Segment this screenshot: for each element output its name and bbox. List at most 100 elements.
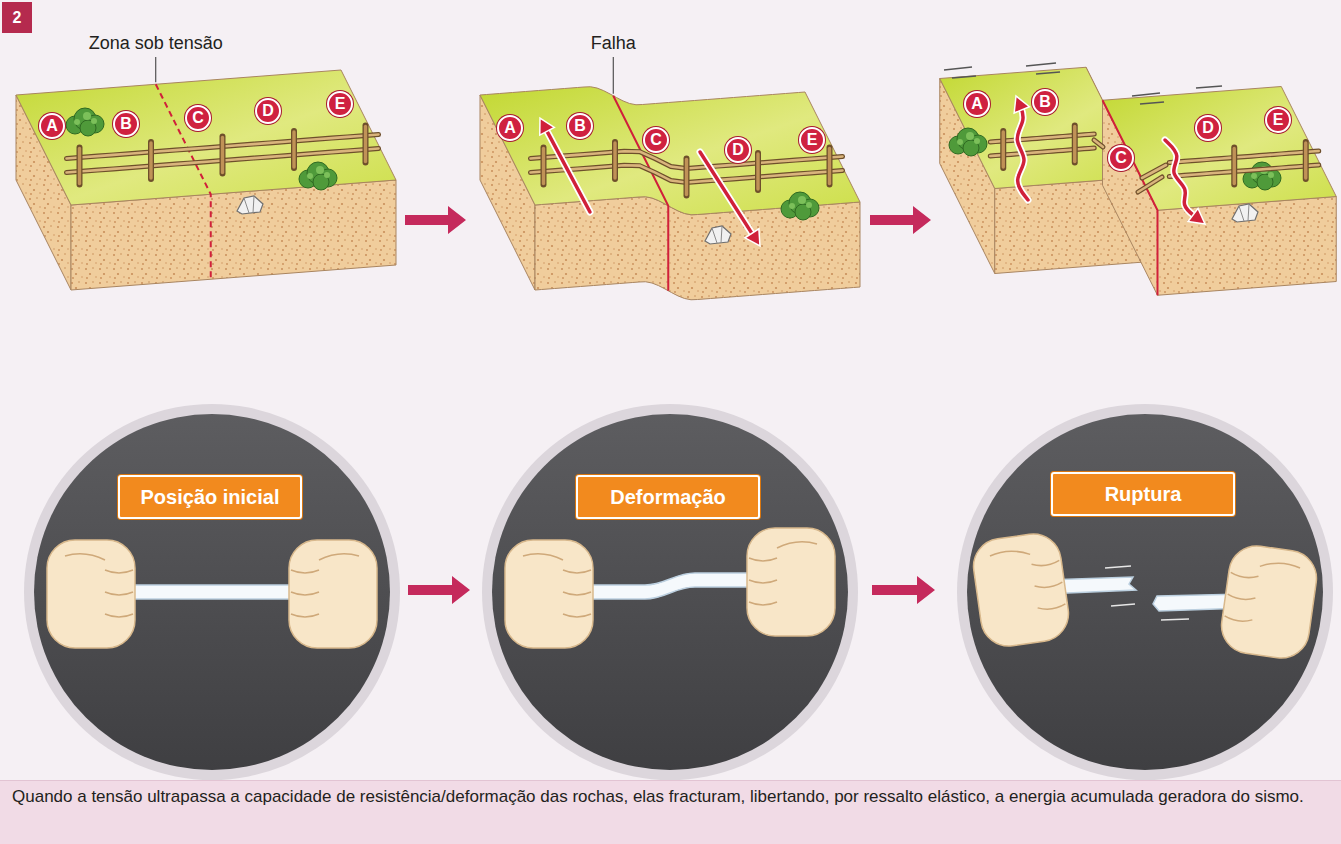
stage-disc [24, 404, 400, 780]
fence [77, 148, 83, 185]
motion-lines [950, 540, 1341, 626]
fist [65, 554, 105, 560]
point-marker: A [497, 115, 523, 141]
fist [1260, 560, 1300, 572]
bush [299, 162, 337, 190]
point-letter: B [120, 115, 132, 133]
point-marker: D [725, 137, 751, 163]
fence [684, 159, 690, 196]
hands-and-stick [47, 540, 377, 648]
bush [949, 128, 987, 156]
bush [1268, 172, 1274, 178]
motion-arrow [745, 229, 760, 246]
fist [291, 592, 319, 595]
rock [1232, 204, 1258, 222]
bush [324, 172, 330, 178]
fence [1231, 148, 1237, 185]
fence [1169, 142, 1319, 185]
fence [685, 160, 688, 195]
point-letter: D [262, 102, 274, 120]
caption-rule [0, 780, 1341, 781]
fence [827, 148, 833, 185]
annotation-label: Zona sob tensão [89, 33, 223, 54]
point-marker: B [1032, 89, 1058, 115]
motion-arrow [1188, 208, 1205, 224]
motion-arrow [1165, 140, 1197, 218]
fence [364, 127, 367, 162]
bush [781, 192, 819, 220]
bush [966, 132, 974, 140]
fist [289, 540, 377, 648]
stick [570, 573, 770, 599]
motion-arrow [545, 127, 590, 212]
fist [1218, 542, 1320, 661]
stage-disc [957, 404, 1333, 780]
fence [149, 143, 152, 178]
bush [798, 196, 806, 204]
motion-arrow [1014, 96, 1029, 113]
annotation-label: Falha [591, 33, 636, 54]
sequence-arrow [872, 576, 935, 604]
motion-lines [1323, 556, 1332, 618]
broken-fence [1094, 140, 1103, 147]
motion-arrow [1014, 96, 1029, 200]
rock [1232, 204, 1258, 222]
broken-fence [1142, 165, 1166, 178]
figure-number-box: 2 [2, 2, 32, 33]
fence [612, 142, 618, 179]
shake-lines [1026, 63, 1056, 66]
fence [613, 143, 616, 178]
motion-arrow [1165, 140, 1205, 224]
motion-lines [1333, 548, 1341, 626]
fist [747, 528, 835, 636]
stick [570, 573, 770, 599]
point-letter: B [1039, 93, 1051, 111]
rock [237, 196, 263, 214]
fault-line [1103, 100, 1158, 295]
caption-holder: Quando a tensão ultrapassa a capacidade … [12, 786, 1330, 808]
fence [291, 131, 297, 168]
stage-disc [34, 414, 390, 770]
fist [105, 570, 133, 573]
hands-and-stick [950, 530, 1341, 661]
bush [91, 118, 97, 124]
point-letter: B [574, 117, 586, 135]
bush [316, 166, 324, 174]
fence [1072, 126, 1078, 163]
label-holder: Zona sob tensão [89, 33, 223, 54]
block-diagrams [16, 63, 1336, 300]
fist [105, 614, 133, 617]
broken-fence [1142, 165, 1166, 178]
rock [237, 196, 263, 214]
point-marker: E [799, 127, 825, 153]
point-letter: D [732, 141, 744, 159]
rock [721, 226, 722, 243]
fist [1227, 594, 1255, 601]
broken-fence [1094, 140, 1166, 192]
hands-and-stick [505, 528, 835, 648]
fence [1000, 131, 1006, 168]
motion-lines [1111, 604, 1135, 606]
stage-disc [950, 404, 1341, 780]
stage-label: Ruptura [1105, 482, 1182, 506]
block-side [940, 79, 995, 274]
sequence-arrow [408, 576, 470, 604]
motion-arrow [1165, 140, 1197, 218]
caption-band [0, 780, 1341, 844]
fence [78, 149, 81, 184]
fist [319, 554, 359, 560]
point-letter: C [650, 131, 662, 149]
fist [749, 580, 777, 583]
fist [291, 614, 319, 617]
motion-arrow [545, 127, 590, 212]
fence [1304, 143, 1307, 178]
rock [1239, 206, 1244, 221]
fist [1038, 604, 1066, 611]
leader-line [613, 57, 614, 94]
bush [83, 112, 91, 120]
rock [712, 228, 717, 243]
point-marker: C [185, 105, 211, 131]
stick [112, 585, 312, 599]
motion-lines [960, 548, 967, 605]
fist [563, 570, 591, 573]
